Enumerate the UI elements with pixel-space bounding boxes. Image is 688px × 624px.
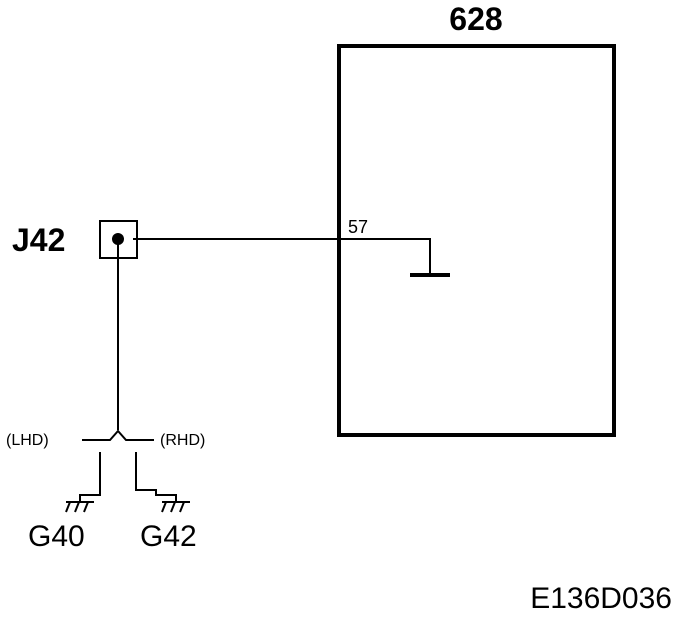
right-branch-wire	[135, 452, 177, 502]
signal-wire	[133, 238, 431, 274]
ground-left-hatch	[74, 501, 80, 513]
ground-right-hatch	[161, 501, 167, 513]
ground-right-hatch	[179, 501, 185, 513]
ground-left-hatch	[65, 501, 71, 513]
connector-label: J42	[12, 222, 65, 258]
left-branch-wire	[79, 452, 101, 502]
ground-left-label: G40	[28, 520, 85, 553]
module-label: 628	[449, 1, 502, 37]
pin-label: 57	[348, 217, 368, 237]
module-box	[337, 44, 616, 437]
ground-right-hatch	[170, 501, 176, 513]
figure-id: E136D036	[530, 582, 672, 615]
lhd-label: (LHD)	[6, 432, 49, 449]
rhd-label: (RHD)	[160, 432, 205, 449]
ground-left-hatch	[83, 501, 89, 513]
option-splice	[82, 429, 154, 441]
ground-right-label: G42	[140, 520, 197, 553]
